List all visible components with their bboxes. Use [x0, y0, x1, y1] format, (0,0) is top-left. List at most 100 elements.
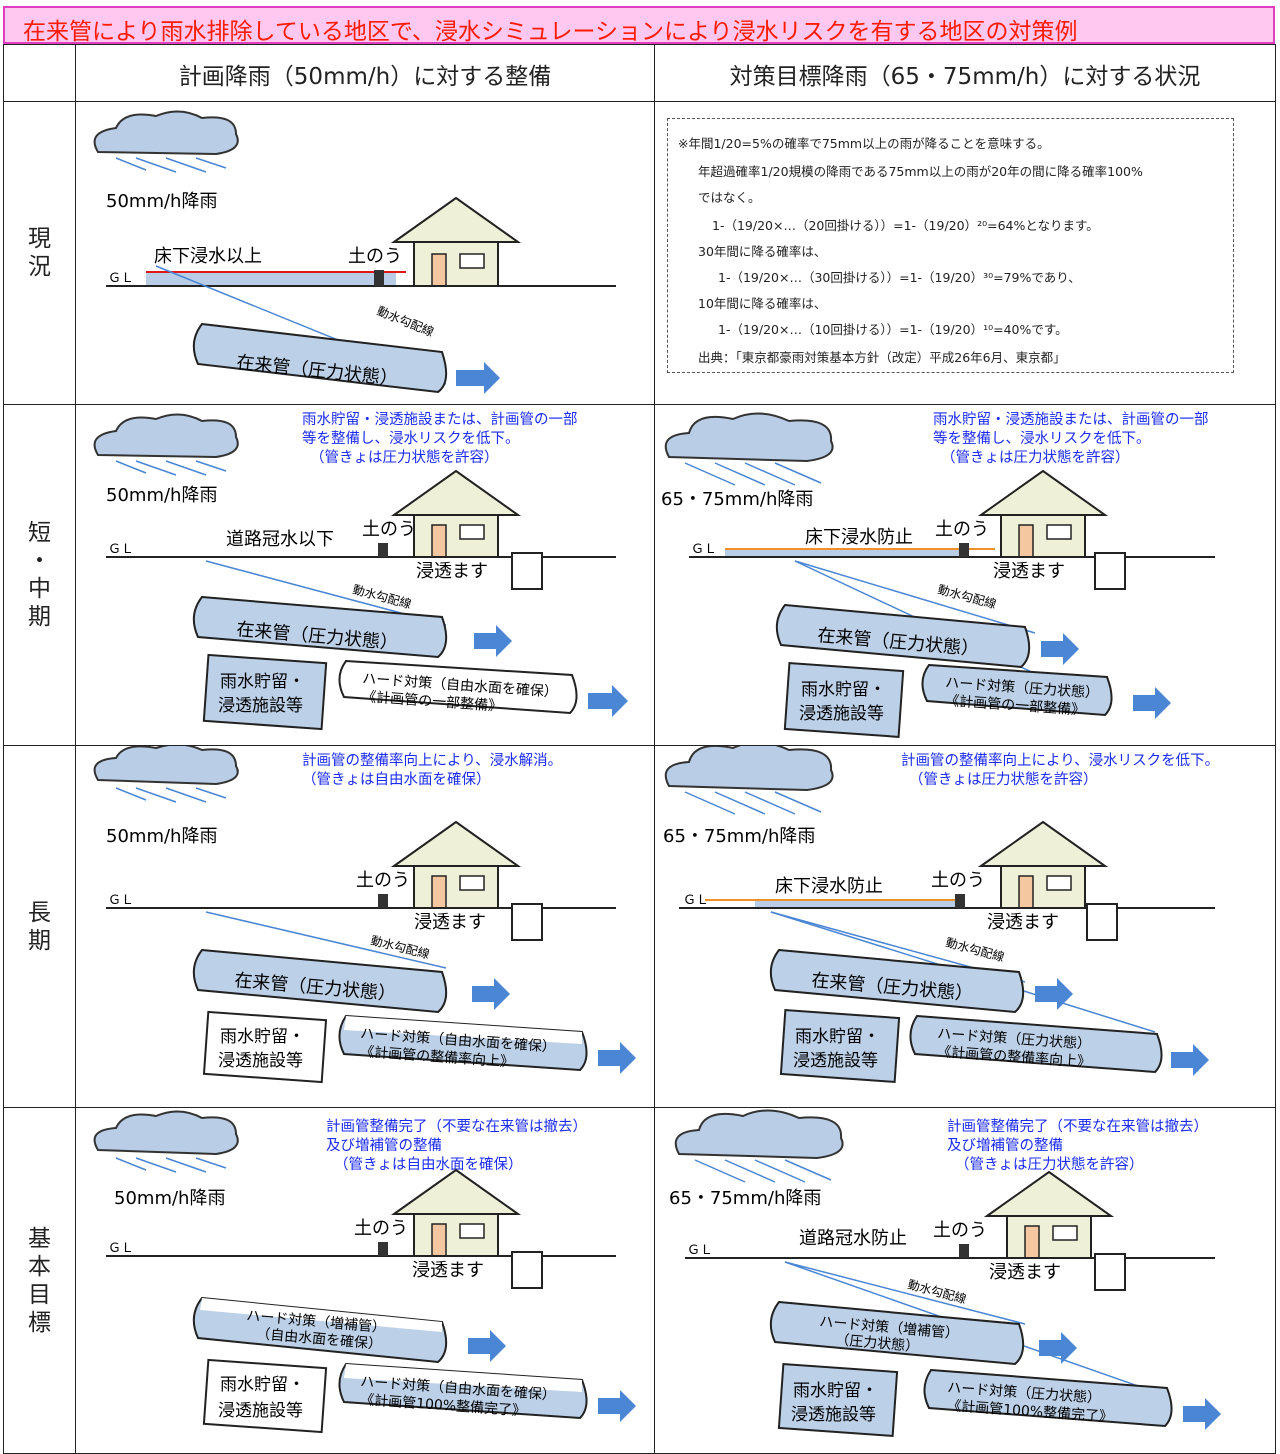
short-target-cell: 雨水貯留・浸透施設または、計画管の一部等を整備し、浸水リスクを低下。（管きょは圧… [654, 404, 1276, 746]
sandbag-label: 土のう [933, 1220, 987, 1241]
storage-label-2: 浸透施設等 [791, 1405, 876, 1425]
gl-label: ＧＬ [108, 542, 134, 557]
infiltration-label: 浸透ます [414, 912, 486, 933]
row-basic: 基本目標 計画管整備完了（不要な在来管は撤去）及び増補管の整備（管きょは自由水面… [3, 1107, 1276, 1454]
rain-label: 50mm/h降雨 [106, 826, 217, 847]
row-long: 長期 計画管の整備率向上により、浸水解消。（管きょは自由水面を確保） 50mm/… [3, 745, 1276, 1108]
long-target-note: 計画管の整備率向上により、浸水リスクを低下。（管きょは圧力状態を許容） [901, 753, 1220, 788]
infiltration-label: 浸透ます [989, 1262, 1061, 1283]
flood-water [725, 549, 965, 557]
infiltration-label: 浸透ます [416, 561, 488, 582]
flow-arrow [588, 685, 628, 717]
measures-table: 計画降雨（50mm/h）に対する整備 対策目標降雨（65・75mm/h）に対する… [3, 44, 1276, 1454]
flood-label: 床下浸水以上 [154, 246, 262, 267]
storage-label-1: 雨水貯留・ [795, 1027, 880, 1047]
col-header-plan-label: 計画降雨（50mm/h）に対する整備 [178, 64, 552, 90]
hydraulic-line [794, 560, 1036, 634]
flow-arrow [1035, 978, 1073, 1010]
storage-label-1: 雨水貯留・ [220, 1375, 305, 1395]
sandbag-icon [378, 894, 388, 908]
infiltration-box-icon [1086, 903, 1118, 941]
storage-box [202, 653, 328, 731]
storage-label-1: 雨水貯留・ [801, 680, 886, 700]
flow-arrow [598, 1042, 636, 1074]
hydraulic-label: 動水勾配線 [351, 581, 413, 611]
flow-arrow [472, 978, 510, 1010]
header-row: 計画降雨（50mm/h）に対する整備 対策目標降雨（65・75mm/h）に対する… [3, 44, 1276, 102]
house-icon [390, 196, 522, 287]
house-icon [977, 469, 1109, 558]
corner-cell [3, 44, 76, 102]
cloud-icon [93, 110, 239, 173]
plan-pipe [909, 1014, 1163, 1074]
page-title: 在来管により雨水排除している地区で、浸水シミュレーションにより浸水リスクを有する… [23, 19, 1078, 45]
plan-pipe [923, 1368, 1173, 1428]
row-label-cell-current: 現況 [3, 101, 76, 405]
storage-box [777, 1363, 899, 1437]
rain-label: 50mm/h降雨 [106, 191, 217, 212]
rain-label: 50mm/h降雨 [114, 1188, 225, 1209]
gl-label: ＧＬ [108, 1241, 134, 1256]
gl-label: ＧＬ [683, 893, 709, 908]
flow-arrow [1039, 1332, 1077, 1364]
flood-label: 床下浸水防止 [775, 876, 883, 897]
basic-plan-note: 計画管整備完了（不要な在来管は撤去）及び増補管の整備（管きょは自由水面を確保） [326, 1119, 587, 1173]
storage-label-2: 浸透施設等 [218, 1051, 303, 1071]
current-plan-cell: 50mm/h降雨 ＧＬ 床下浸水以上 土のう 動水勾配線 在来 [75, 101, 655, 405]
storage-label-1: 雨水貯留・ [220, 672, 305, 692]
flood-label: 床下浸水防止 [805, 527, 913, 548]
plan-pipe-free-surface [344, 1016, 582, 1044]
infiltration-box-icon [511, 903, 543, 941]
infiltration-label: 浸透ます [412, 1260, 484, 1281]
infiltration-box-icon [1094, 1253, 1126, 1291]
flow-arrow [456, 362, 500, 394]
aux-pipe [769, 1300, 1025, 1366]
storage-label-1: 雨水貯留・ [793, 1381, 878, 1401]
storage-box [783, 662, 905, 738]
existing-pipe [192, 595, 448, 659]
infiltration-label: 浸透ます [993, 561, 1065, 582]
hydraulic-label: 動水勾配線 [944, 934, 1006, 964]
flow-arrow [1041, 633, 1079, 665]
plan-pipe [921, 663, 1113, 717]
flow-arrow [1133, 687, 1171, 719]
rain-label: 50mm/h降雨 [106, 485, 217, 506]
rain-label: 65・75mm/h降雨 [661, 489, 813, 510]
cloud-icon [93, 1110, 239, 1173]
flow-arrow [474, 625, 512, 657]
infiltration-label: 浸透ます [987, 912, 1059, 933]
rain-label: 65・75mm/h降雨 [663, 826, 815, 847]
row-label-cell-short: 短・中期 [3, 404, 76, 746]
long-plan-diagram: 50mm/h降雨 ＧＬ 土のう 浸透ます 動水勾配線 在来管（圧力状態） [93, 746, 636, 1084]
house-icon [977, 820, 1109, 909]
sandbag-icon [378, 1242, 388, 1256]
flow-arrow [1171, 1044, 1209, 1076]
row-label-short: 短・中期 [28, 520, 51, 630]
cloud-icon [664, 746, 834, 815]
sandbag-label: 土のう [354, 1218, 408, 1239]
rain-label: 65・75mm/h降雨 [669, 1188, 821, 1209]
road-label: 道路冠水以下 [226, 529, 334, 550]
gl-label: ＧＬ [691, 542, 717, 557]
sandbag-icon [955, 894, 965, 908]
sandbag-icon [378, 543, 388, 557]
storage-box [202, 1010, 328, 1084]
cloud-icon [93, 413, 239, 476]
storage-label-2: 浸透施設等 [218, 696, 303, 716]
flow-arrow [1183, 1398, 1221, 1430]
basic-target-cell: 計画管整備完了（不要な在来管は撤去）及び増補管の整備（管きょは圧力状態を許容） … [654, 1107, 1276, 1454]
sandbag-label: 土のう [935, 519, 989, 540]
house-icon [390, 1168, 522, 1257]
infiltration-box-icon [1094, 552, 1126, 590]
plan-pipe [338, 659, 578, 715]
existing-pipe: 在来管（圧力状態） [192, 322, 448, 394]
col-header-target-label: 対策目標降雨（65・75mm/h）に対する状況 [729, 64, 1201, 90]
sandbag-label: 土のう [362, 519, 416, 540]
basic-target-diagram: 65・75mm/h降雨 ＧＬ 道路冠水防止 土のう 浸透ます 動水勾配線 [669, 1109, 1221, 1437]
row-label-current: 現況 [28, 226, 51, 280]
col-header-target: 対策目標降雨（65・75mm/h）に対する状況 [654, 44, 1276, 102]
hydraulic-line [205, 911, 447, 969]
cloud-icon [93, 746, 239, 803]
existing-pipe [192, 948, 448, 1014]
cloud-icon [674, 1109, 844, 1183]
